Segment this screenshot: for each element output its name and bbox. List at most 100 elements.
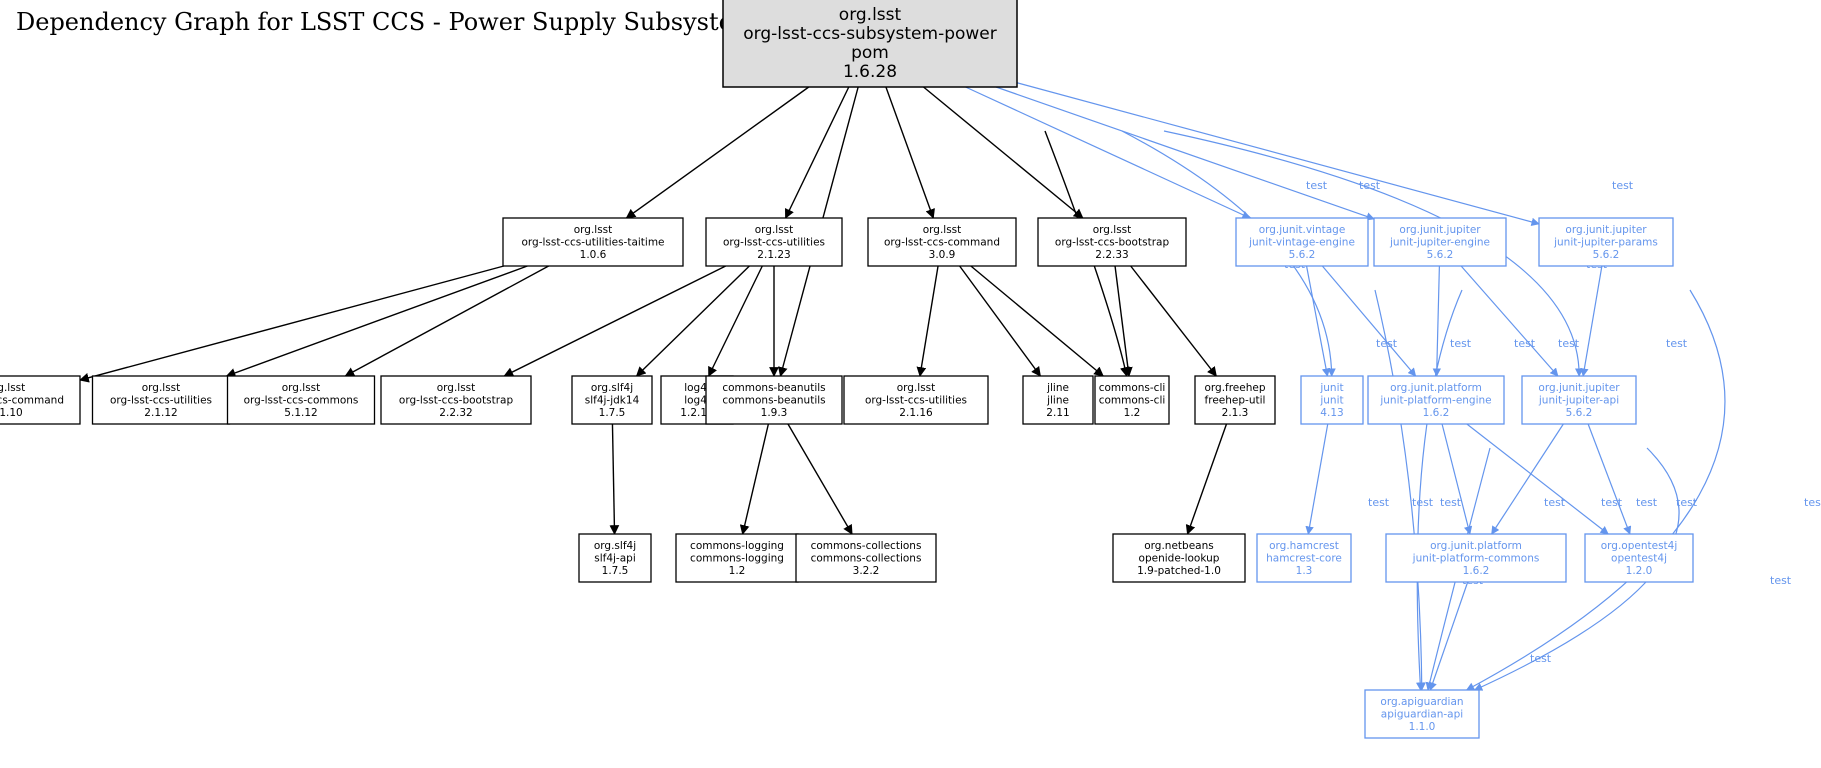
node-platengine-line-2: 1.6.2 (1423, 407, 1450, 419)
node-box-collections (795, 533, 937, 583)
node-jupparams-line-1: junit-jupiter-params (1553, 237, 1658, 249)
node-utilities2116-line-2: 2.1.16 (899, 407, 933, 419)
node-apiguardian-line-1: apiguardian-api (1381, 709, 1463, 721)
edge-root-to-bootstrap2233 (923, 86, 1084, 219)
node-vintage-line-1: junit-vintage-engine (1248, 237, 1355, 249)
node-platcommons-line-2: 1.6.2 (1463, 565, 1490, 577)
node-beanutils-line-2: 1.9.3 (761, 407, 788, 419)
edge-command309-to-utilities2116 (916, 265, 939, 377)
node-platengine: org.junit.platformjunit-platform-engine1… (1367, 375, 1505, 425)
node-jupparams-line-0: org.junit.jupiter (1565, 224, 1647, 236)
node-opentest4j-line-1: opentest4j (1611, 553, 1667, 565)
node-box-junit (1300, 375, 1364, 425)
node-box-platengine (1367, 375, 1505, 425)
node-jupengine-line-1: junit-jupiter-engine (1389, 237, 1490, 249)
edge-bootstrap2233-to-freehep (1130, 265, 1217, 377)
edge-label-jupengine-to-apiguardian: test (1440, 496, 1462, 509)
node-utilities2112-line-0: org.lsst (142, 382, 181, 394)
node-command309-line-1: org-lsst-ccs-command (884, 237, 1000, 249)
node-slf4jjdk-line-2: 1.7.5 (599, 407, 626, 419)
node-bootstrap2232-line-0: org.lsst (437, 382, 476, 394)
node-utilities2123-line-2: 2.1.23 (757, 249, 790, 261)
edge-label-jupparams-to-apiguardian: test (1804, 496, 1821, 509)
node-taitime-line-2: 1.0.6 (580, 249, 607, 261)
node-freehep-line-0: org.freehep (1204, 382, 1265, 394)
edge-vintage-to-junit (1305, 265, 1331, 377)
node-bootstrap2232-line-1: org-lsst-ccs-bootstrap (399, 395, 514, 407)
edge-junit-to-hamcrest (1305, 423, 1329, 535)
node-root-line-2: pom (851, 43, 889, 63)
node-box-bootstrap2233 (1037, 217, 1187, 267)
node-box-commonscli (1094, 375, 1170, 425)
node-box-command309 (867, 217, 1017, 267)
node-slf4japi-line-0: org.slf4j (594, 540, 636, 552)
node-utilities2112-line-1: org-lsst-ccs-utilities (110, 395, 212, 407)
edge-jupparams-to-jupapi (1580, 265, 1603, 377)
node-jupapi-line-1: junit-jupiter-api (1538, 395, 1619, 407)
node-bootstrap2233-line-1: org-lsst-ccs-bootstrap (1055, 237, 1170, 249)
node-bootstrap2233-line-2: 2.2.33 (1095, 249, 1128, 261)
node-platcommons: org.junit.platformjunit-platform-commons… (1385, 533, 1567, 583)
node-netbeans-line-0: org.netbeans (1144, 540, 1213, 552)
node-box-logging (675, 533, 799, 583)
node-jupapi-line-2: 5.6.2 (1566, 407, 1593, 419)
edge-root-to-commonscli (1044, 130, 1130, 377)
node-apiguardian-line-0: org.apiguardian (1380, 696, 1463, 708)
edge-label-platcommons-to-apiguardian: test (1530, 652, 1552, 665)
node-netbeans: org.netbeansopenide-lookup1.9-patched-1.… (1112, 533, 1246, 583)
node-box-opentest4j (1584, 533, 1694, 583)
node-vintage-line-2: 5.6.2 (1289, 249, 1316, 261)
edge-jupparams-to-apiguardian (1465, 289, 1726, 691)
node-apiguardian-line-2: 1.1.0 (1409, 721, 1436, 733)
edge-slf4jjdk-to-slf4japi (609, 423, 620, 535)
edge-root-to-taitime (625, 86, 810, 219)
node-box-jupengine (1373, 217, 1507, 267)
edge-taitime-to-command2110 (79, 265, 505, 383)
node-box-vintage (1235, 217, 1369, 267)
edge-label-jupapi-to-opentest4j: test (1676, 496, 1698, 509)
node-freehep-line-1: freehep-util (1205, 395, 1266, 407)
edge-label-platengine-to-platcommons: test (1544, 496, 1566, 509)
edge-utilities2123-to-bootstrap2232 (503, 265, 727, 377)
edge-root-to-jupengine (995, 86, 1375, 221)
node-utilities2116-line-1: org-lsst-ccs-utilities (865, 395, 967, 407)
node-taitime: org.lsstorg-lsst-ccs-utilities-taitime1.… (502, 217, 684, 267)
node-utilities2123-line-0: org.lsst (755, 224, 794, 236)
edge-label-vintage-to-apiguardian: test (1412, 496, 1434, 509)
node-slf4jjdk-line-1: slf4j-jdk14 (585, 395, 640, 407)
node-collections-line-1: commons-collections (811, 553, 922, 565)
node-jupparams: org.junit.jupiterjunit-jupiter-params5.6… (1538, 217, 1674, 267)
nodes-layer: org.lsstorg-lsst-ccs-subsystem-powerpom1… (0, 0, 1694, 739)
edge-platengine-to-opentest4j (1466, 423, 1609, 535)
edge-platengine-to-platcommons (1441, 423, 1473, 535)
node-logging-line-2: 1.2 (729, 565, 746, 577)
edge-label-root-to-jupparams: test (1612, 179, 1634, 192)
node-collections-line-0: commons-collections (811, 540, 922, 552)
node-vintage-line-0: org.junit.vintage (1259, 224, 1346, 236)
edge-jupengine-to-jupapi (1460, 265, 1559, 377)
node-box-platcommons (1385, 533, 1567, 583)
node-box-commons5112 (226, 375, 376, 425)
node-commonscli-line-1: commons-cli (1099, 395, 1166, 407)
node-opentest4j-line-0: org.opentest4j (1601, 540, 1678, 552)
node-utilities2116-line-0: org.lsst (897, 382, 936, 394)
node-hamcrest-line-2: 1.3 (1296, 565, 1313, 577)
edge-root-to-vintage (965, 86, 1251, 219)
node-vintage: org.junit.vintagejunit-vintage-engine5.6… (1235, 217, 1369, 267)
node-logging-line-0: commons-logging (690, 540, 784, 552)
node-beanutils-line-0: commons-beanutils (722, 382, 825, 394)
